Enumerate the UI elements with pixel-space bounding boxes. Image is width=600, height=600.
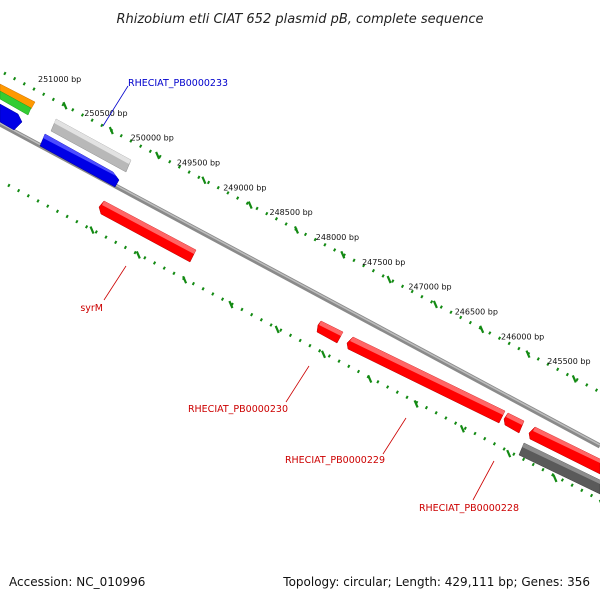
major-tick-outer <box>293 225 300 234</box>
tick-label: 249500 bp <box>177 159 220 168</box>
cds-small-arrow-top <box>506 413 524 425</box>
outer-tick-marks <box>62 101 577 383</box>
label-RHECIAT-PB0000233[interactable]: RHECIAT_PB0000233 <box>128 78 228 89</box>
major-tick-outer <box>155 151 161 160</box>
leader-syrM <box>103 265 127 301</box>
major-tick-inner <box>89 226 95 234</box>
cds-228-arrow-top <box>533 427 600 463</box>
major-tick-outer <box>201 176 207 185</box>
syrM-gene-arrow-top <box>102 201 196 254</box>
leader-228 <box>472 460 495 501</box>
tick-label: 250500 bp <box>84 109 127 118</box>
orange-gene-arrow[interactable] <box>0 83 36 110</box>
major-tick-outer <box>108 126 114 135</box>
major-tick-inner <box>320 350 327 359</box>
inner-tick-marks <box>89 226 600 504</box>
major-tick-outer <box>62 101 68 110</box>
tick-label: 246500 bp <box>455 308 498 317</box>
leader-229 <box>382 417 407 455</box>
major-tick-outer <box>571 375 577 383</box>
dark-gene-block[interactable] <box>518 442 600 495</box>
major-tick-inner <box>367 375 373 384</box>
major-tick-inner <box>506 449 512 458</box>
tick-label: 248500 bp <box>270 208 313 217</box>
major-tick-inner <box>228 300 234 309</box>
label-RHECIAT-PB0000229[interactable]: RHECIAT_PB0000229 <box>285 455 385 466</box>
major-tick-outer <box>525 350 531 359</box>
major-tick-outer <box>386 275 392 284</box>
cds-230-arrow-top <box>319 321 343 336</box>
major-tick-inner <box>182 275 188 284</box>
leader-233 <box>102 85 129 127</box>
label-syrM[interactable]: syrM <box>80 303 103 314</box>
major-tick-inner <box>274 325 280 334</box>
major-tick-inner <box>135 250 141 259</box>
major-tick-inner <box>552 474 558 483</box>
tick-label: 249000 bp <box>223 183 266 192</box>
gray-gene-block-top <box>54 119 131 164</box>
tick-label: 247000 bp <box>408 283 451 292</box>
major-tick-outer <box>479 325 485 334</box>
accession-text: Accession: NC_010996 <box>9 575 145 589</box>
tick-label: 247500 bp <box>362 258 405 267</box>
summary-text: Topology: circular; Length: 429,111 bp; … <box>282 575 590 589</box>
blue-cds-arrow-233-top <box>43 134 116 176</box>
major-tick-outer <box>247 201 253 210</box>
leader-230 <box>285 365 310 403</box>
map-title: Rhizobium etli CIAT 652 plasmid pB, comp… <box>116 12 483 27</box>
blue-gene-arrow-left[interactable] <box>0 103 23 131</box>
major-tick-inner <box>459 424 465 433</box>
tick-label: 250000 bp <box>131 134 174 143</box>
major-tick-outer <box>340 250 346 259</box>
tick-label: 246000 bp <box>501 332 544 341</box>
tick-label: 251000 bp <box>38 75 81 84</box>
cds-229-arrow-top <box>350 337 505 415</box>
dark-gene-block-top <box>522 443 600 484</box>
tick-label: 245500 bp <box>547 357 590 366</box>
tick-label: 248000 bp <box>316 233 359 242</box>
tick-labels: 251000 bp 250500 bp 250000 bp 249500 bp 2490… <box>38 75 591 366</box>
label-RHECIAT-PB0000228[interactable]: RHECIAT_PB0000228 <box>419 503 519 514</box>
inner-tick-track <box>7 183 600 502</box>
major-tick-inner <box>413 400 419 408</box>
green-gene-arrow[interactable] <box>0 90 32 116</box>
major-tick-outer <box>432 300 438 309</box>
cds-228-arrow[interactable] <box>528 426 600 475</box>
label-RHECIAT-PB0000230[interactable]: RHECIAT_PB0000230 <box>188 404 288 415</box>
